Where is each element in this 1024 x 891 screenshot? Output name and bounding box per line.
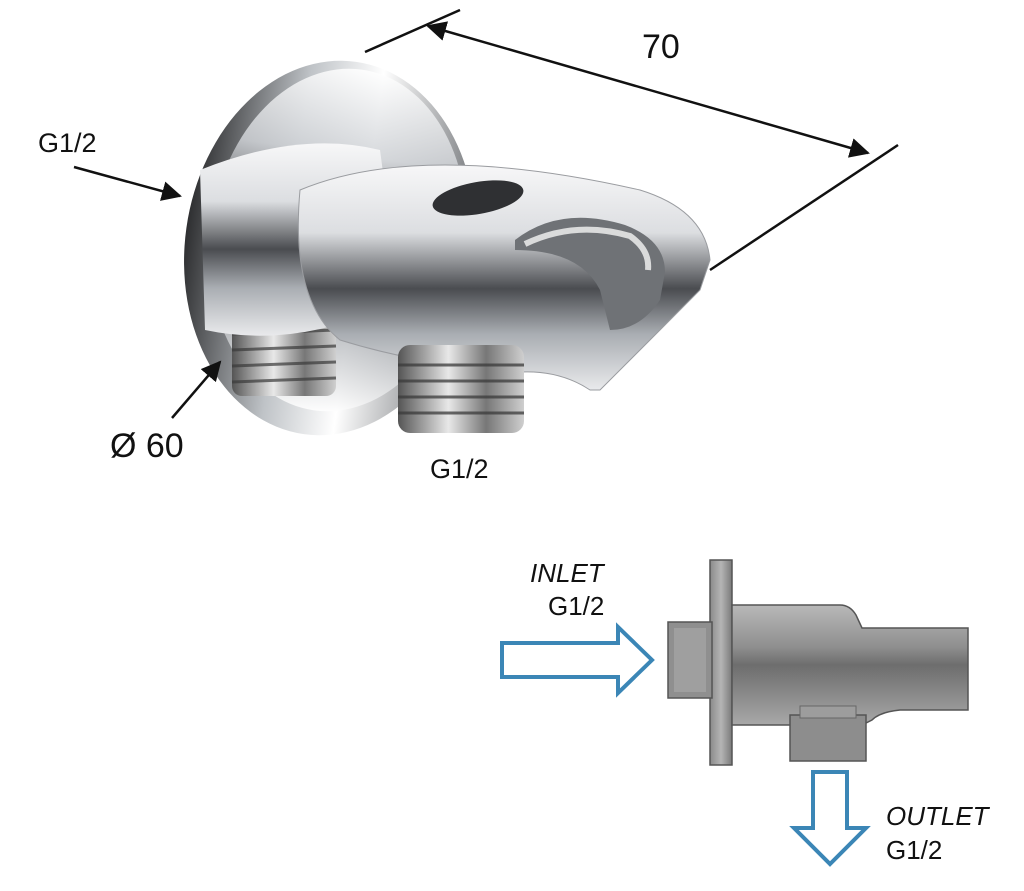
inlet-label: INLET xyxy=(530,558,606,588)
outlet-thread xyxy=(398,345,524,433)
outlet-flow-arrow xyxy=(789,770,871,867)
product-illustration xyxy=(184,60,711,436)
outlet-label: OUTLET xyxy=(886,801,991,831)
diameter-label: Ø 60 xyxy=(110,427,184,465)
inlet-thread-callout: G1/2 xyxy=(38,128,182,201)
side-outlet-nub xyxy=(789,714,867,762)
dimension-length-label: 70 xyxy=(642,28,680,66)
side-body xyxy=(731,604,969,726)
side-flange xyxy=(709,559,733,766)
cradle-opening xyxy=(515,217,665,330)
diameter-callout: Ø 60 xyxy=(110,360,222,465)
outlet-thread-label: G1/2 xyxy=(430,454,489,484)
dimension-70: 70 xyxy=(364,8,899,272)
side-view xyxy=(667,559,969,766)
holder-slot xyxy=(432,180,524,216)
inlet-flow-arrow xyxy=(500,622,655,698)
inlet-thread-side-label: G1/2 xyxy=(548,591,604,621)
outlet-thread-side-label: G1/2 xyxy=(886,835,942,865)
inlet-thread-label: G1/2 xyxy=(38,128,97,158)
